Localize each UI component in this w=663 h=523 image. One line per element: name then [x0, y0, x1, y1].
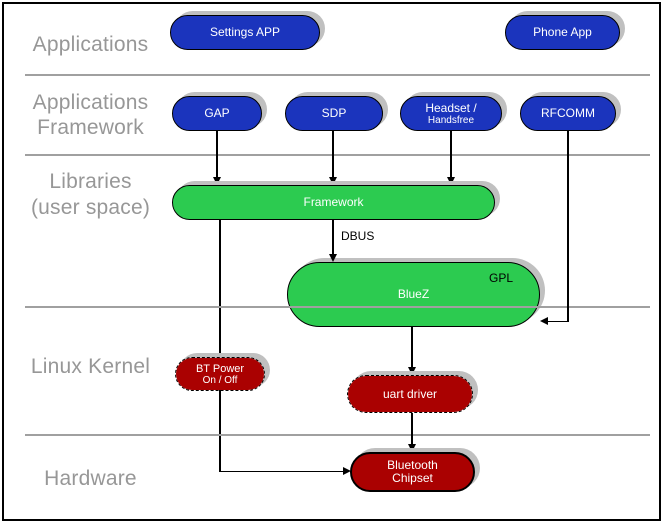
layer-label-hardware: Hardware — [13, 466, 168, 491]
node-label: Phone App — [533, 25, 592, 39]
edge-framework-bluez-arrowhead — [328, 254, 337, 262]
layer-label-applications-framework: Applications Framework — [13, 90, 168, 140]
divider-kernel — [25, 434, 650, 436]
node-label: Headset / — [425, 100, 477, 115]
edge-uart-chipset-arrowhead — [407, 444, 416, 452]
node-phone-app: Phone App — [505, 15, 620, 50]
divider-framework — [25, 154, 650, 156]
edge-framework-chipset-arrowhead — [343, 467, 351, 475]
bluez-gpl-badge: GPL — [488, 271, 513, 285]
layer-label-applications: Applications — [13, 32, 168, 57]
node-label: uart driver — [382, 386, 438, 401]
node-label-line2: Handsfree — [427, 114, 475, 126]
edge-headset-framework-arrowhead — [446, 177, 455, 185]
layer-label-text: (user space) — [30, 196, 151, 219]
edge-framework-bluez-line — [332, 220, 334, 256]
edge-framework-chipset-vline — [219, 220, 221, 472]
layer-label-text: Framework — [37, 116, 144, 139]
node-label: BlueZ — [397, 287, 430, 301]
divider-libraries — [25, 306, 650, 308]
node-label: BT Power — [195, 362, 245, 375]
edge-gap-framework-line — [216, 131, 218, 181]
node-label: RFCOMM — [541, 106, 595, 120]
edge-gap-framework-arrowhead — [212, 177, 221, 185]
edge-bluez-uart-line — [411, 327, 413, 369]
node-label-line2: Chipset — [392, 471, 433, 485]
node-uart-driver: uart driver — [347, 375, 473, 413]
node-bt-power: BT Power On / Off — [175, 357, 265, 391]
node-settings-app: Settings APP — [170, 15, 320, 50]
edge-bluez-uart-arrowhead — [407, 367, 416, 375]
node-rfcomm: RFCOMM — [520, 96, 616, 131]
node-label: GAP — [204, 106, 230, 120]
edge-uart-chipset-line — [411, 413, 413, 446]
divider-applications — [25, 74, 650, 76]
layer-label-text: Linux Kernel — [30, 355, 151, 378]
layer-label-linux-kernel: Linux Kernel — [13, 354, 168, 379]
layer-label-libraries: Libraries (user space) — [13, 169, 168, 221]
edge-sdp-framework-line — [332, 131, 334, 181]
layer-label-text: Hardware — [44, 467, 137, 490]
edge-rfcomm-bluez-hline — [547, 320, 568, 322]
node-bluez: GPL BlueZ — [287, 262, 540, 327]
node-label: Bluetooth — [387, 458, 438, 472]
edge-sdp-framework-arrowhead — [328, 177, 337, 185]
node-gap: GAP — [172, 96, 262, 131]
node-label: SDP — [321, 106, 347, 120]
node-label: Framework — [303, 195, 364, 209]
layer-label-text: Applications — [32, 33, 149, 56]
node-label-line2: On / Off — [202, 374, 238, 386]
node-headset-handsfree: Headset / Handsfree — [400, 96, 502, 131]
node-bluetooth-chipset: Bluetooth Chipset — [350, 452, 475, 492]
layer-label-text: Libraries — [49, 170, 132, 193]
edge-framework-chipset-hline — [219, 470, 346, 472]
edge-headset-framework-line — [450, 131, 452, 181]
edge-label-dbus: DBUS — [341, 229, 375, 243]
edge-rfcomm-bluez-vline — [567, 131, 569, 322]
node-framework: Framework — [172, 185, 495, 220]
node-sdp: SDP — [285, 96, 383, 131]
node-label: Settings APP — [209, 25, 281, 39]
edge-rfcomm-bluez-arrowhead — [540, 317, 548, 325]
layer-label-text: Applications — [32, 91, 149, 114]
